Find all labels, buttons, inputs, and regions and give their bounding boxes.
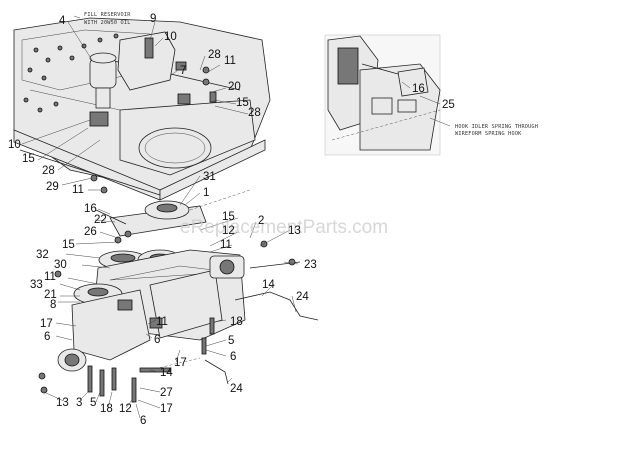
callout: 31 [203,171,216,183]
callout: 6 [44,331,50,343]
note-hook-idler-line1: HOOK IDLER SPRING THROUGH [455,124,538,130]
callout: 8 [50,299,56,311]
callout: 15 [22,153,35,165]
callout: 26 [84,226,97,238]
deck-opening [138,127,212,169]
callout: 25 [442,99,455,111]
callout: 16 [412,83,425,95]
callout: 11 [44,271,56,283]
callout: 2 [258,215,264,227]
callout: 18 [100,403,113,415]
callout: 10 [8,139,21,151]
callout: 6 [154,334,160,346]
callout: 24 [296,291,309,303]
hook-idler-note: HOOK IDLER SPRING THROUGH WIREFORM SPRIN… [455,124,538,137]
callout: 17 [40,318,53,330]
callout: 32 [36,249,49,261]
callout: 10 [164,31,177,43]
callout: 11 [72,184,84,196]
callout: 16 [84,203,97,215]
callout: 12 [222,225,235,237]
callout: 28 [42,165,55,177]
callout: 7 [180,65,186,77]
callout: 15 [236,97,249,109]
callout: 5 [228,335,234,347]
callout-labels: 4 9 10 28 11 7 20 15 28 10 15 28 29 11 3… [8,13,455,427]
chassis-frame [13,17,271,201]
callout: 6 [140,415,146,427]
callout: 23 [304,259,317,271]
callout: 21 [44,289,57,301]
callout: 27 [160,387,173,399]
callout: 14 [262,279,275,291]
callout: 29 [46,181,59,193]
small-hardware [90,66,210,194]
callout: 22 [94,214,107,226]
callout: 4 [59,15,66,27]
callout: 12 [119,403,132,415]
callout: 24 [230,383,243,395]
callout: 6 [230,351,236,363]
callout: 13 [56,397,69,409]
note-fill-reservoir-line1: FILL RESERVOIR [84,12,131,18]
callout: 1 [203,187,209,199]
callout: 17 [174,357,187,369]
inset-view [324,34,441,156]
fill-reservoir-note: FILL RESERVOIR WITH 20W50 OIL [84,12,131,26]
note-hook-idler-line2: WIREFORM SPRING HOOK [455,131,522,137]
hydraulic-reservoir [89,52,117,127]
callout: 11 [224,55,236,67]
callout: 9 [150,13,156,25]
callout: 11 [156,316,168,328]
bracket-assembly [117,31,217,105]
callout: 3 [76,397,82,409]
callout: 20 [228,81,241,93]
note-fill-reservoir-line2: WITH 20W50 OIL [84,20,131,26]
callout: 28 [208,49,221,61]
callout: 15 [62,239,75,251]
callout: 30 [54,259,67,271]
callout: 18 [230,316,243,328]
watermark: eReplacementParts.com [180,217,388,238]
callout: 5 [90,397,96,409]
callout: 11 [220,239,232,251]
callout: 13 [288,225,301,237]
idler-assembly [95,189,251,244]
callout: 17 [160,403,173,415]
callout: 15 [222,211,235,223]
callout: 33 [30,279,43,291]
callout: 14 [160,367,173,379]
callout: 28 [248,107,261,119]
frame-holes [23,33,119,113]
transaxle-assembly [57,249,246,372]
leader-lines [21,15,451,419]
